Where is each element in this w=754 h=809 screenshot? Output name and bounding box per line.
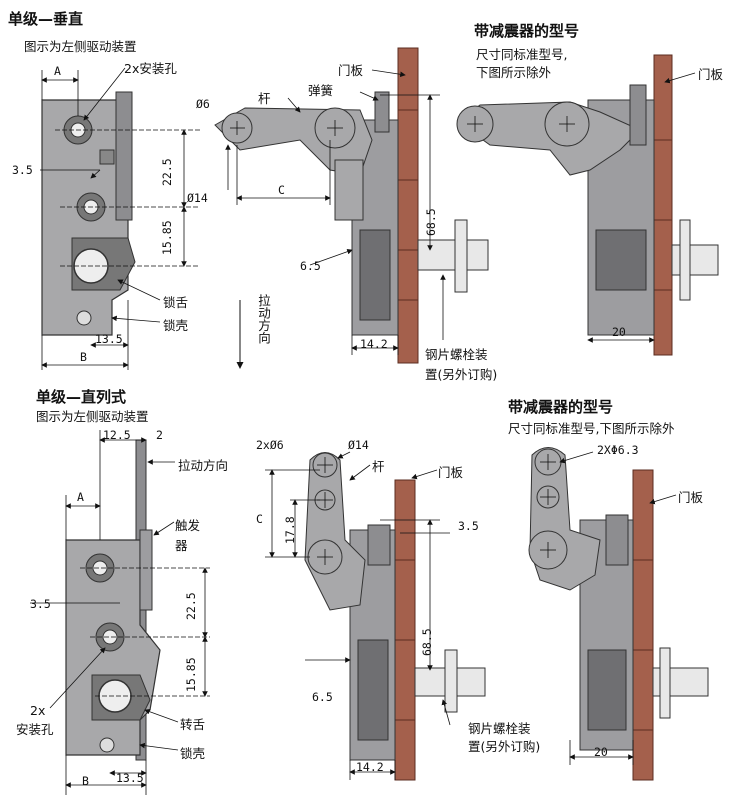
top-right-door-label: 门板 [698, 67, 724, 82]
top-mid-dia14: Ø14 [187, 191, 208, 205]
top-left-latch-body [41, 91, 136, 336]
bottom-left-pull-direction: 拉动方向 [178, 458, 229, 473]
bottom-mid-dia6: 2xØ6 [256, 438, 284, 452]
top-mid-dim-685: 68.5 [424, 208, 438, 236]
top-mid-spring-label: 弹簧 [308, 83, 334, 98]
top-right-dim-20: 20 [612, 325, 626, 339]
top-mid-bolt-line2: 置(另外订购) [425, 367, 498, 382]
top-left-holes-label: 2x安装孔 [124, 61, 177, 76]
bottom-mid-dim-142: 14.2 [356, 760, 384, 774]
bottom-left-dim-35: 3.5 [30, 597, 51, 611]
bottom-left-dim-225: 22.5 [184, 592, 198, 620]
top-mid-door-label: 门板 [338, 63, 364, 78]
bottom-left-holes-line1: 2x [30, 703, 46, 718]
top-mid-dim-142: 14.2 [360, 337, 388, 351]
top-left-dim-135: 13.5 [95, 332, 123, 346]
top-right-line1: 尺寸同标准型号, [476, 47, 568, 62]
bottom-left-trigger-line2: 器 [175, 538, 188, 553]
bottom-mid-dim-685: 68.5 [420, 628, 434, 656]
top-right-mechanism [456, 84, 719, 336]
top-left-dimensions [40, 67, 200, 370]
bottom-right-mechanism [528, 447, 709, 751]
bottom-left-housing-label: 锁壳 [180, 746, 206, 761]
bottom-mid-bolt-line1: 钢片螺栓装 [468, 721, 531, 736]
bottom-left-holes-line2: 安装孔 [16, 722, 54, 737]
bottom-mid-dimensions [265, 451, 451, 780]
bottom-left-dim-2: 2 [156, 428, 163, 442]
bottom-left-dimensions [30, 430, 210, 795]
bottom-right-title: 带减震器的型号 [508, 398, 614, 416]
top-left-title: 单级—垂直 [8, 10, 84, 28]
top-left-dim-1585: 15.85 [160, 220, 174, 255]
top-right-line2: 下图所示除外 [476, 65, 552, 80]
bottom-right-dim-20: 20 [594, 745, 608, 759]
top-mid-rod-label: 杆 [258, 91, 271, 106]
bottom-mid-door-panel [394, 479, 416, 781]
top-left-housing-label: 锁壳 [163, 318, 189, 333]
bottom-mid-rod-label: 杆 [372, 459, 385, 474]
bottom-mid-dia14: Ø14 [348, 438, 369, 452]
top-mid-label-c: C [278, 183, 285, 197]
bottom-mid-dim-178: 17.8 [283, 516, 297, 544]
bottom-mid-bolt-line2: 置(另外订购) [468, 739, 541, 754]
bottom-left-label-a: A [77, 490, 84, 504]
top-left-label-a: A [54, 64, 61, 78]
bottom-mid-dim-65: 6.5 [312, 690, 333, 704]
bottom-right-holes-label: 2XΦ6.3 [597, 443, 639, 457]
top-mid-door-panel [397, 47, 419, 364]
top-right-door-panel [653, 54, 673, 356]
top-left-latch-label: 锁舌 [163, 295, 189, 310]
top-mid-bolt-line1: 钢片螺栓装 [425, 347, 488, 362]
bottom-left-label-b: B [82, 774, 89, 788]
bottom-right-door-label: 门板 [678, 490, 704, 505]
top-left-label-b: B [80, 350, 87, 364]
bottom-right-door-panel [632, 469, 654, 781]
bottom-left-dim-1585: 15.85 [184, 657, 198, 692]
top-mid-dimensions [225, 69, 446, 355]
top-mid-dim-65: 6.5 [300, 259, 321, 273]
top-left-subtitle: 图示为左侧驱动装置 [24, 39, 137, 54]
bottom-right-dimensions [540, 451, 677, 765]
bottom-left-trigger-line1: 触发 [175, 518, 201, 533]
top-left-dim-225: 22.5 [160, 158, 174, 186]
bottom-left-dim-135: 13.5 [116, 771, 144, 785]
top-pull-direction-label: 拉动方向 [256, 294, 271, 344]
bottom-left-rotor-label: 转舌 [180, 717, 206, 732]
top-mid-dia6: Ø6 [196, 97, 210, 111]
bottom-left-dim-125: 12.5 [103, 428, 131, 442]
bottom-left-subtitle: 图示为左侧驱动装置 [36, 409, 149, 424]
bottom-left-latch-body [65, 439, 161, 761]
top-left-dim-35: 3.5 [12, 163, 33, 177]
bottom-mid-label-c: C [256, 512, 263, 526]
bottom-left-title: 单级—直列式 [36, 388, 127, 406]
top-right-dimensions [467, 72, 696, 343]
top-right-title: 带减震器的型号 [474, 22, 580, 40]
bottom-right-line1: 尺寸同标准型号,下图所示除外 [508, 421, 675, 436]
bottom-mid-door-label: 门板 [438, 465, 464, 480]
bottom-mid-dim-35: 3.5 [458, 519, 479, 533]
top-mid-mechanism [214, 91, 489, 336]
